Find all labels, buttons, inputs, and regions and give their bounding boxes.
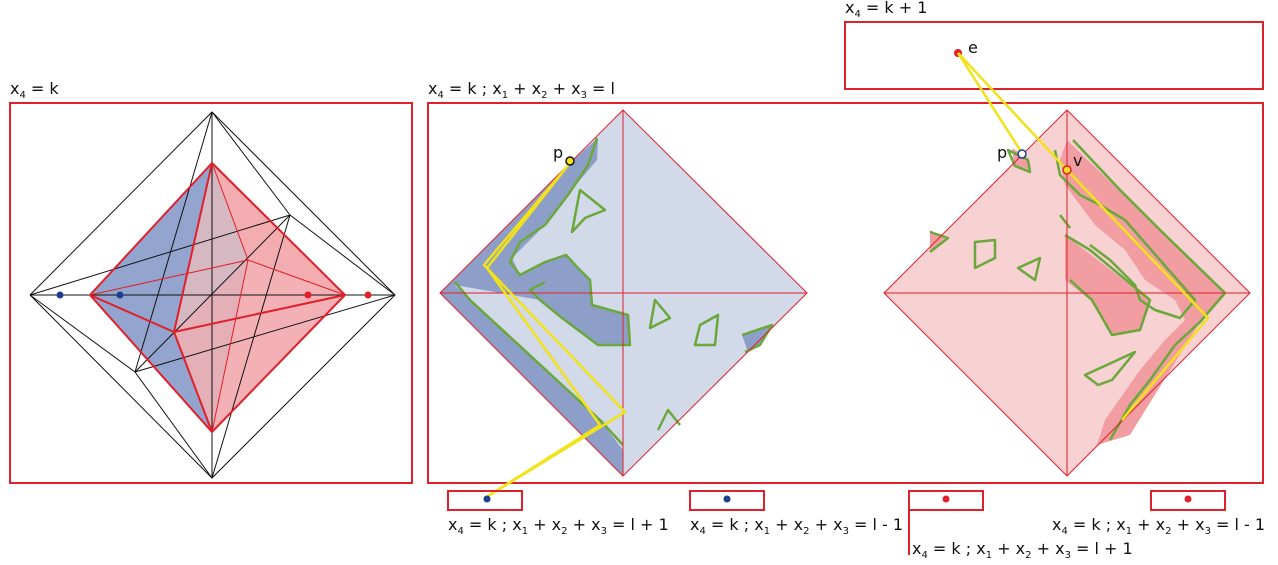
bottom-red-dot-4 bbox=[1184, 495, 1192, 503]
top-frame bbox=[844, 21, 1264, 90]
blue-dot-inner bbox=[116, 291, 124, 299]
red-axes-red bbox=[883, 109, 1251, 477]
bottom-label-3: x4 = k ; x1 + x2 + x3 = l + 1 bbox=[912, 539, 1133, 561]
bottom-blue-dot-2 bbox=[723, 495, 731, 503]
bottom-label-1: x4 = k ; x1 + x2 + x3 = l + 1 bbox=[448, 515, 669, 537]
bottom-box-1: x4 = k ; x1 + x2 + x3 = l + 1 bbox=[447, 490, 669, 537]
green-contours-blue bbox=[454, 137, 774, 446]
point-p-left bbox=[565, 156, 575, 166]
blue-diamond bbox=[439, 109, 808, 477]
red-axes-blue bbox=[439, 109, 808, 477]
bottom-red-dot-3 bbox=[942, 495, 950, 503]
bottom-label-2: x4 = k ; x1 + x2 + x3 = l - 1 bbox=[690, 515, 903, 537]
blue-dot-outer bbox=[56, 291, 64, 299]
label-p-left: p bbox=[553, 143, 563, 162]
yellow-path-right-2 bbox=[956, 52, 1024, 154]
point-v bbox=[1062, 165, 1072, 175]
point-p-right bbox=[1017, 149, 1027, 159]
main-box-label: x4 = k ; x1 + x2 + x3 = l bbox=[428, 79, 615, 101]
top-panel: x4 = k + 1 e bbox=[844, 0, 1264, 90]
octa-face-blue-left bbox=[90, 163, 212, 332]
red-region-diagonal bbox=[1060, 140, 1225, 445]
bottom-box-2: x4 = k ; x1 + x2 + x3 = l - 1 bbox=[689, 490, 903, 537]
bottom-box-3: x4 = k ; x1 + x2 + x3 = l + 1 bbox=[908, 490, 1133, 561]
yellow-path-right bbox=[957, 52, 1210, 421]
bottom-label-4: x4 = k ; x1 + x2 + x3 = l - 1 bbox=[1052, 515, 1265, 537]
left-frame bbox=[9, 102, 413, 484]
red-dot-outer bbox=[364, 291, 372, 299]
bottom-box-4: x4 = k ; x1 + x2 + x3 = l - 1 bbox=[1052, 490, 1265, 537]
octa-face-center bbox=[174, 260, 345, 432]
main-frame bbox=[427, 102, 1264, 484]
label-p-right: p bbox=[997, 143, 1007, 162]
label-e: e bbox=[968, 38, 978, 57]
bottom-blue-dot-1 bbox=[483, 495, 491, 503]
red-region-lower bbox=[1065, 235, 1150, 335]
top-box-label: x4 = k + 1 bbox=[845, 0, 927, 20]
red-dot-inner bbox=[304, 291, 312, 299]
inner-octahedron-edges bbox=[88, 162, 347, 434]
blue-region-lower-right bbox=[742, 325, 772, 352]
outer-octahedron bbox=[29, 111, 396, 479]
red-diamond bbox=[883, 109, 1251, 477]
left-box-label: x4 = k bbox=[10, 79, 59, 101]
left-panel: x4 = k bbox=[9, 79, 413, 484]
green-contours-red bbox=[929, 139, 1227, 441]
red-region-left bbox=[930, 230, 945, 252]
label-v: v bbox=[1073, 151, 1082, 170]
main-panel: x4 = k ; x1 + x2 + x3 = l bbox=[427, 79, 1264, 484]
